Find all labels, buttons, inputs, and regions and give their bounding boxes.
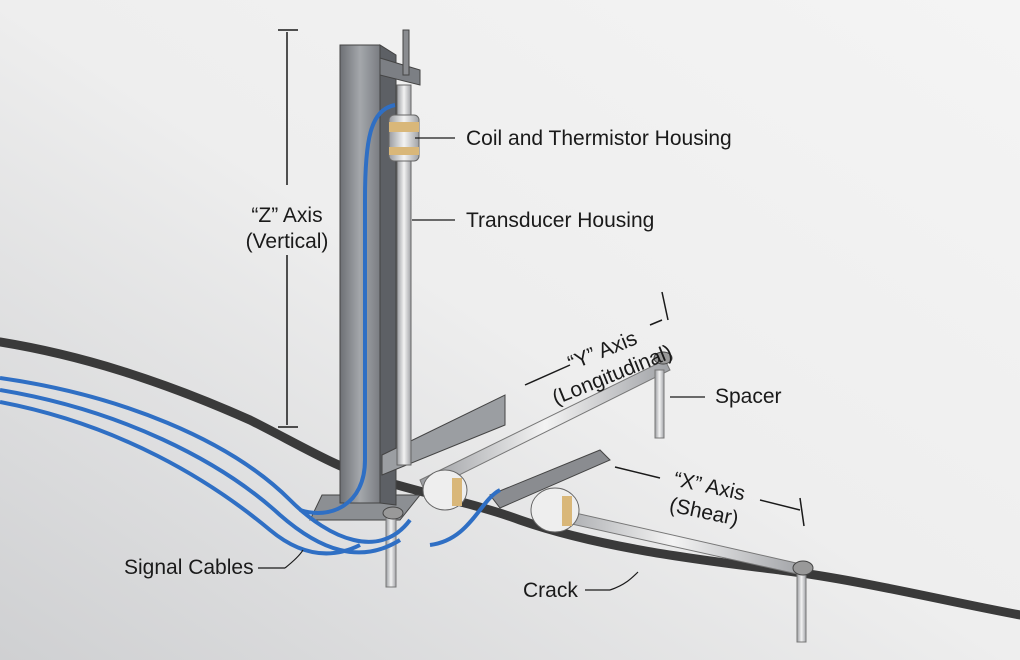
z-axis-sublabel: (Vertical) xyxy=(246,230,329,253)
dimension-lines xyxy=(278,29,805,527)
shear-transducer xyxy=(489,449,814,643)
z-axis-label: “Z” Axis xyxy=(251,204,322,227)
signal-cables xyxy=(0,103,502,556)
longitudinal-transducer xyxy=(382,351,673,588)
crack-label: Crack xyxy=(523,579,578,602)
crack-line xyxy=(0,337,1020,620)
spacer-label: Spacer xyxy=(715,385,782,408)
signal-cables-label: Signal Cables xyxy=(124,556,254,579)
coil-thermistor-label: Coil and Thermistor Housing xyxy=(466,127,732,150)
transducer-housing-label: Transducer Housing xyxy=(466,209,654,232)
leader-lines xyxy=(258,137,705,591)
